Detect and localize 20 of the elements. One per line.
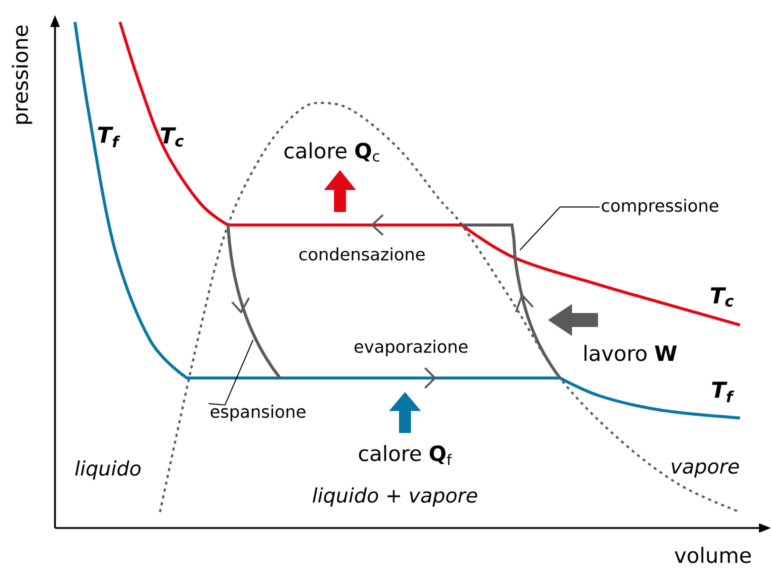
- leader-label: espansione: [210, 404, 306, 422]
- axis-label: volume: [674, 546, 751, 564]
- curve-label: T$_{f}$: [98, 126, 120, 148]
- region-label: vapore: [672, 462, 739, 478]
- leader-line: [520, 206, 600, 250]
- region-label: liquido + vapore: [312, 487, 478, 507]
- work-label: lavoro W: [584, 344, 677, 362]
- process-label: evaporazione: [354, 340, 468, 356]
- process-label: condensazione: [299, 247, 425, 261]
- curve-label: T$_{f}$: [712, 382, 734, 402]
- heat-label: calore Q$_{c}$: [284, 142, 380, 162]
- curve-label: T$_{c}$: [710, 287, 734, 307]
- compression-curve: [512, 240, 562, 379]
- curve-label: T$_{c}$: [160, 127, 184, 147]
- axis-label: pressione: [12, 25, 32, 124]
- heat-label: calore Q$_{f}$: [358, 445, 452, 465]
- region-label: liquido: [75, 460, 141, 480]
- expansion-curve: [226, 224, 282, 379]
- leader-line: [208, 340, 254, 406]
- leader-label: compressione: [602, 198, 718, 216]
